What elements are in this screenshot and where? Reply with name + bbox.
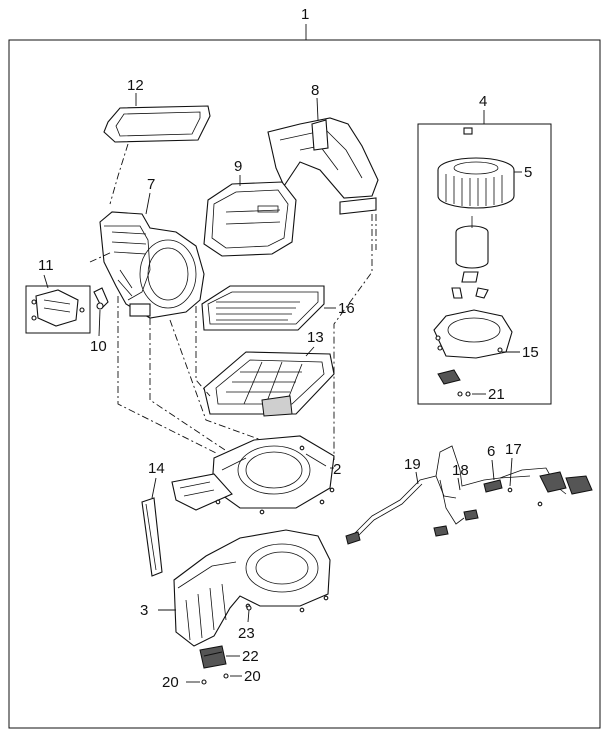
part-22-resistor — [199, 645, 227, 669]
part-13-filter-frame — [203, 351, 335, 417]
callout-20-right: 20 — [244, 668, 261, 685]
part-10-link-lever — [93, 287, 109, 310]
callout-9: 9 — [234, 158, 242, 175]
callout-5: 5 — [524, 164, 532, 181]
callout-2: 2 — [333, 461, 341, 478]
part-15-motor-mount — [433, 309, 513, 359]
callout-22: 22 — [242, 648, 259, 665]
callout-19: 19 — [404, 456, 421, 473]
callout-20-left: 20 — [162, 674, 179, 691]
callout-18: 18 — [452, 462, 469, 479]
part-7-intake-case — [99, 211, 205, 319]
callout-14: 14 — [148, 460, 165, 477]
part-20-screw-left — [201, 679, 207, 685]
motor-clips — [451, 271, 489, 299]
part-16-filter-element — [201, 285, 325, 331]
callout-23: 23 — [238, 625, 255, 642]
callout-10: 10 — [90, 338, 107, 355]
callout-12: 12 — [127, 77, 144, 94]
callout-13: 13 — [307, 329, 324, 346]
callout-15: 15 — [522, 344, 539, 361]
assembly-frame — [8, 39, 601, 729]
callout-17: 17 — [505, 441, 522, 458]
callout-21: 21 — [488, 386, 505, 403]
part-5-fan-wheel — [437, 127, 515, 209]
part-12-gasket — [103, 105, 211, 143]
part-11-actuator — [31, 289, 85, 327]
part-21-connector — [437, 369, 471, 397]
part-23-screw — [246, 605, 252, 611]
callout-3: 3 — [140, 602, 148, 619]
part-2-case-top — [171, 435, 335, 515]
wiring-harness — [345, 445, 593, 545]
blower-motor-frame — [417, 123, 552, 405]
callout-4: 4 — [479, 93, 487, 110]
callout-11: 11 — [38, 257, 54, 274]
blower-motor — [455, 216, 489, 269]
part-20-screw-right — [223, 673, 229, 679]
part-9-filter-housing — [203, 181, 297, 257]
callout-6: 6 — [487, 443, 495, 460]
callout-1: 1 — [301, 6, 309, 23]
part-8-duct-cover — [267, 117, 379, 215]
part-14-seal — [141, 497, 163, 577]
callout-7: 7 — [147, 176, 155, 193]
callout-8: 8 — [311, 82, 319, 99]
part-11-actuator-frame — [25, 285, 91, 334]
